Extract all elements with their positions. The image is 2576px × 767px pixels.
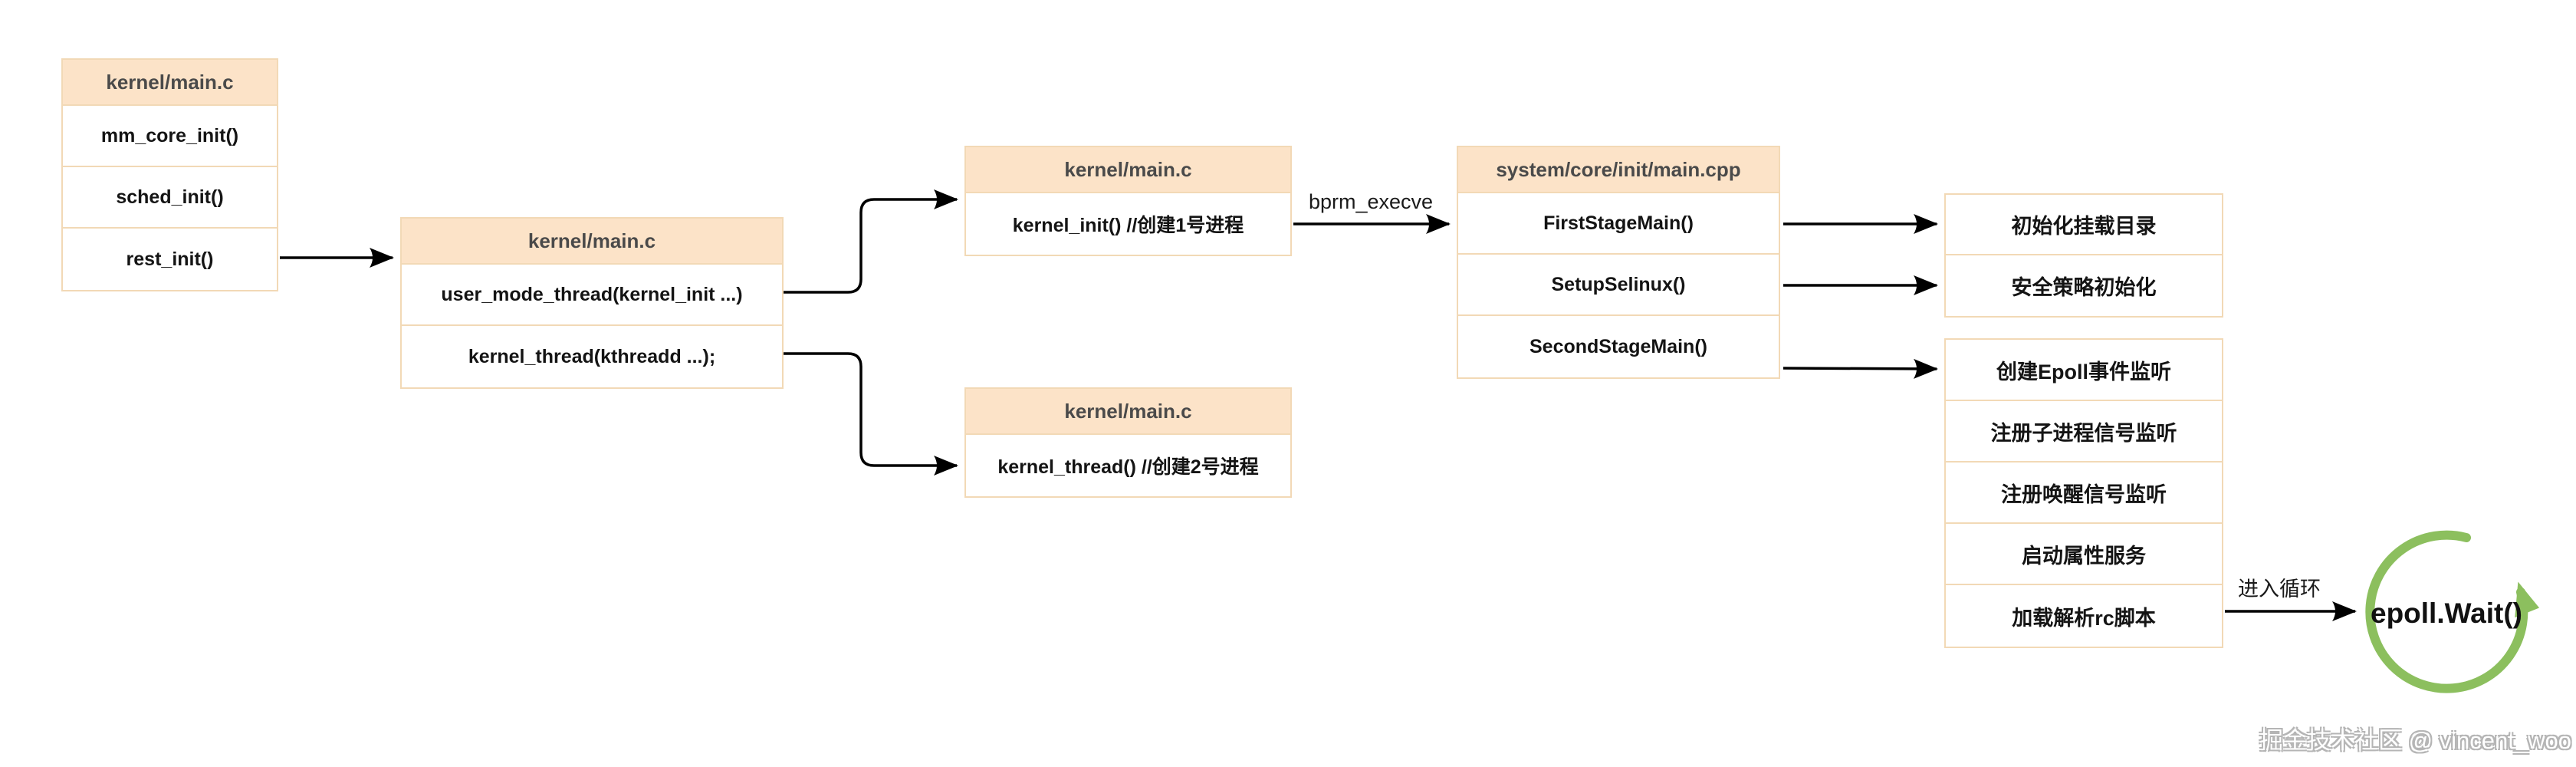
node-row-second-stage-main: SecondStageMain() xyxy=(1530,335,1707,357)
node-first-stage-tasks: 初始化挂载目录 安全策略初始化 xyxy=(1944,193,2223,318)
node-row-init-mount-dirs: 初始化挂载目录 xyxy=(1946,195,2222,255)
epoll-wait-label: epoll.Wait() xyxy=(2371,597,2522,629)
node-row-setup-selinux: SetupSelinux() xyxy=(1458,255,1779,316)
node-kernel-main-start: kernel/main.c mm_core_init() sched_init(… xyxy=(61,58,278,291)
arrow-second-stage-main xyxy=(1783,358,1938,379)
arrow-user-mode-thread-to-kernel-init xyxy=(784,189,958,294)
node-header: kernel/main.c xyxy=(966,389,1290,435)
node-header: kernel/main.c xyxy=(966,147,1290,193)
node-row-user-mode-thread: user_mode_thread(kernel_init ...) xyxy=(402,265,782,326)
node-row-create-epoll: 创建Epoll事件监听 xyxy=(1946,340,2222,401)
node-row-security-policy-init: 安全策略初始化 xyxy=(2011,276,2157,299)
node-row-sched-init: sched_init() xyxy=(63,167,277,229)
loop-arrow-icon xyxy=(2365,530,2540,693)
edge-label-bprm-execve: bprm_execve xyxy=(1308,190,1434,213)
node-row-mm-core-init: mm_core_init() xyxy=(63,106,277,167)
arrow-kernel-thread-to-main4 xyxy=(784,352,958,476)
node-row-kernel-init: kernel_init() //创建1号进程 xyxy=(1012,215,1244,236)
node-row-wake-signal-listener: 注册唤醒信号监听 xyxy=(1946,463,2222,524)
node-header: system/core/init/main.cpp xyxy=(1458,147,1779,193)
node-row-parse-rc-scripts: 加载解析rc脚本 xyxy=(2012,606,2156,630)
node-header: kernel/main.c xyxy=(63,60,277,106)
node-kernel-init-process1: kernel/main.c kernel_init() //创建1号进程 xyxy=(964,146,1292,256)
node-row-first-stage-main: FirstStageMain() xyxy=(1458,193,1779,255)
node-kernel-main-threads: kernel/main.c user_mode_thread(kernel_in… xyxy=(400,217,784,389)
node-row-kernel-thread2: kernel_thread() //创建2号进程 xyxy=(997,456,1259,478)
node-row-start-property-service: 启动属性服务 xyxy=(1946,524,2222,585)
node-row-kernel-thread: kernel_thread(kthreadd ...); xyxy=(468,345,716,367)
node-row-rest-init: rest_init() xyxy=(126,248,214,270)
node-init-main-cpp: system/core/init/main.cpp FirstStageMain… xyxy=(1457,146,1780,379)
node-second-stage-tasks: 创建Epoll事件监听 注册子进程信号监听 注册唤醒信号监听 启动属性服务 加载… xyxy=(1944,338,2223,648)
node-header: kernel/main.c xyxy=(402,219,782,265)
watermark: 掘金技术社区 @ vincent_woo xyxy=(2259,727,2571,754)
edge-label-enter-loop: 进入循环 xyxy=(2238,578,2321,601)
node-kernel-thread-process2: kernel/main.c kernel_thread() //创建2号进程 xyxy=(964,387,1292,498)
node-row-child-signal-listener: 注册子进程信号监听 xyxy=(1946,401,2222,463)
